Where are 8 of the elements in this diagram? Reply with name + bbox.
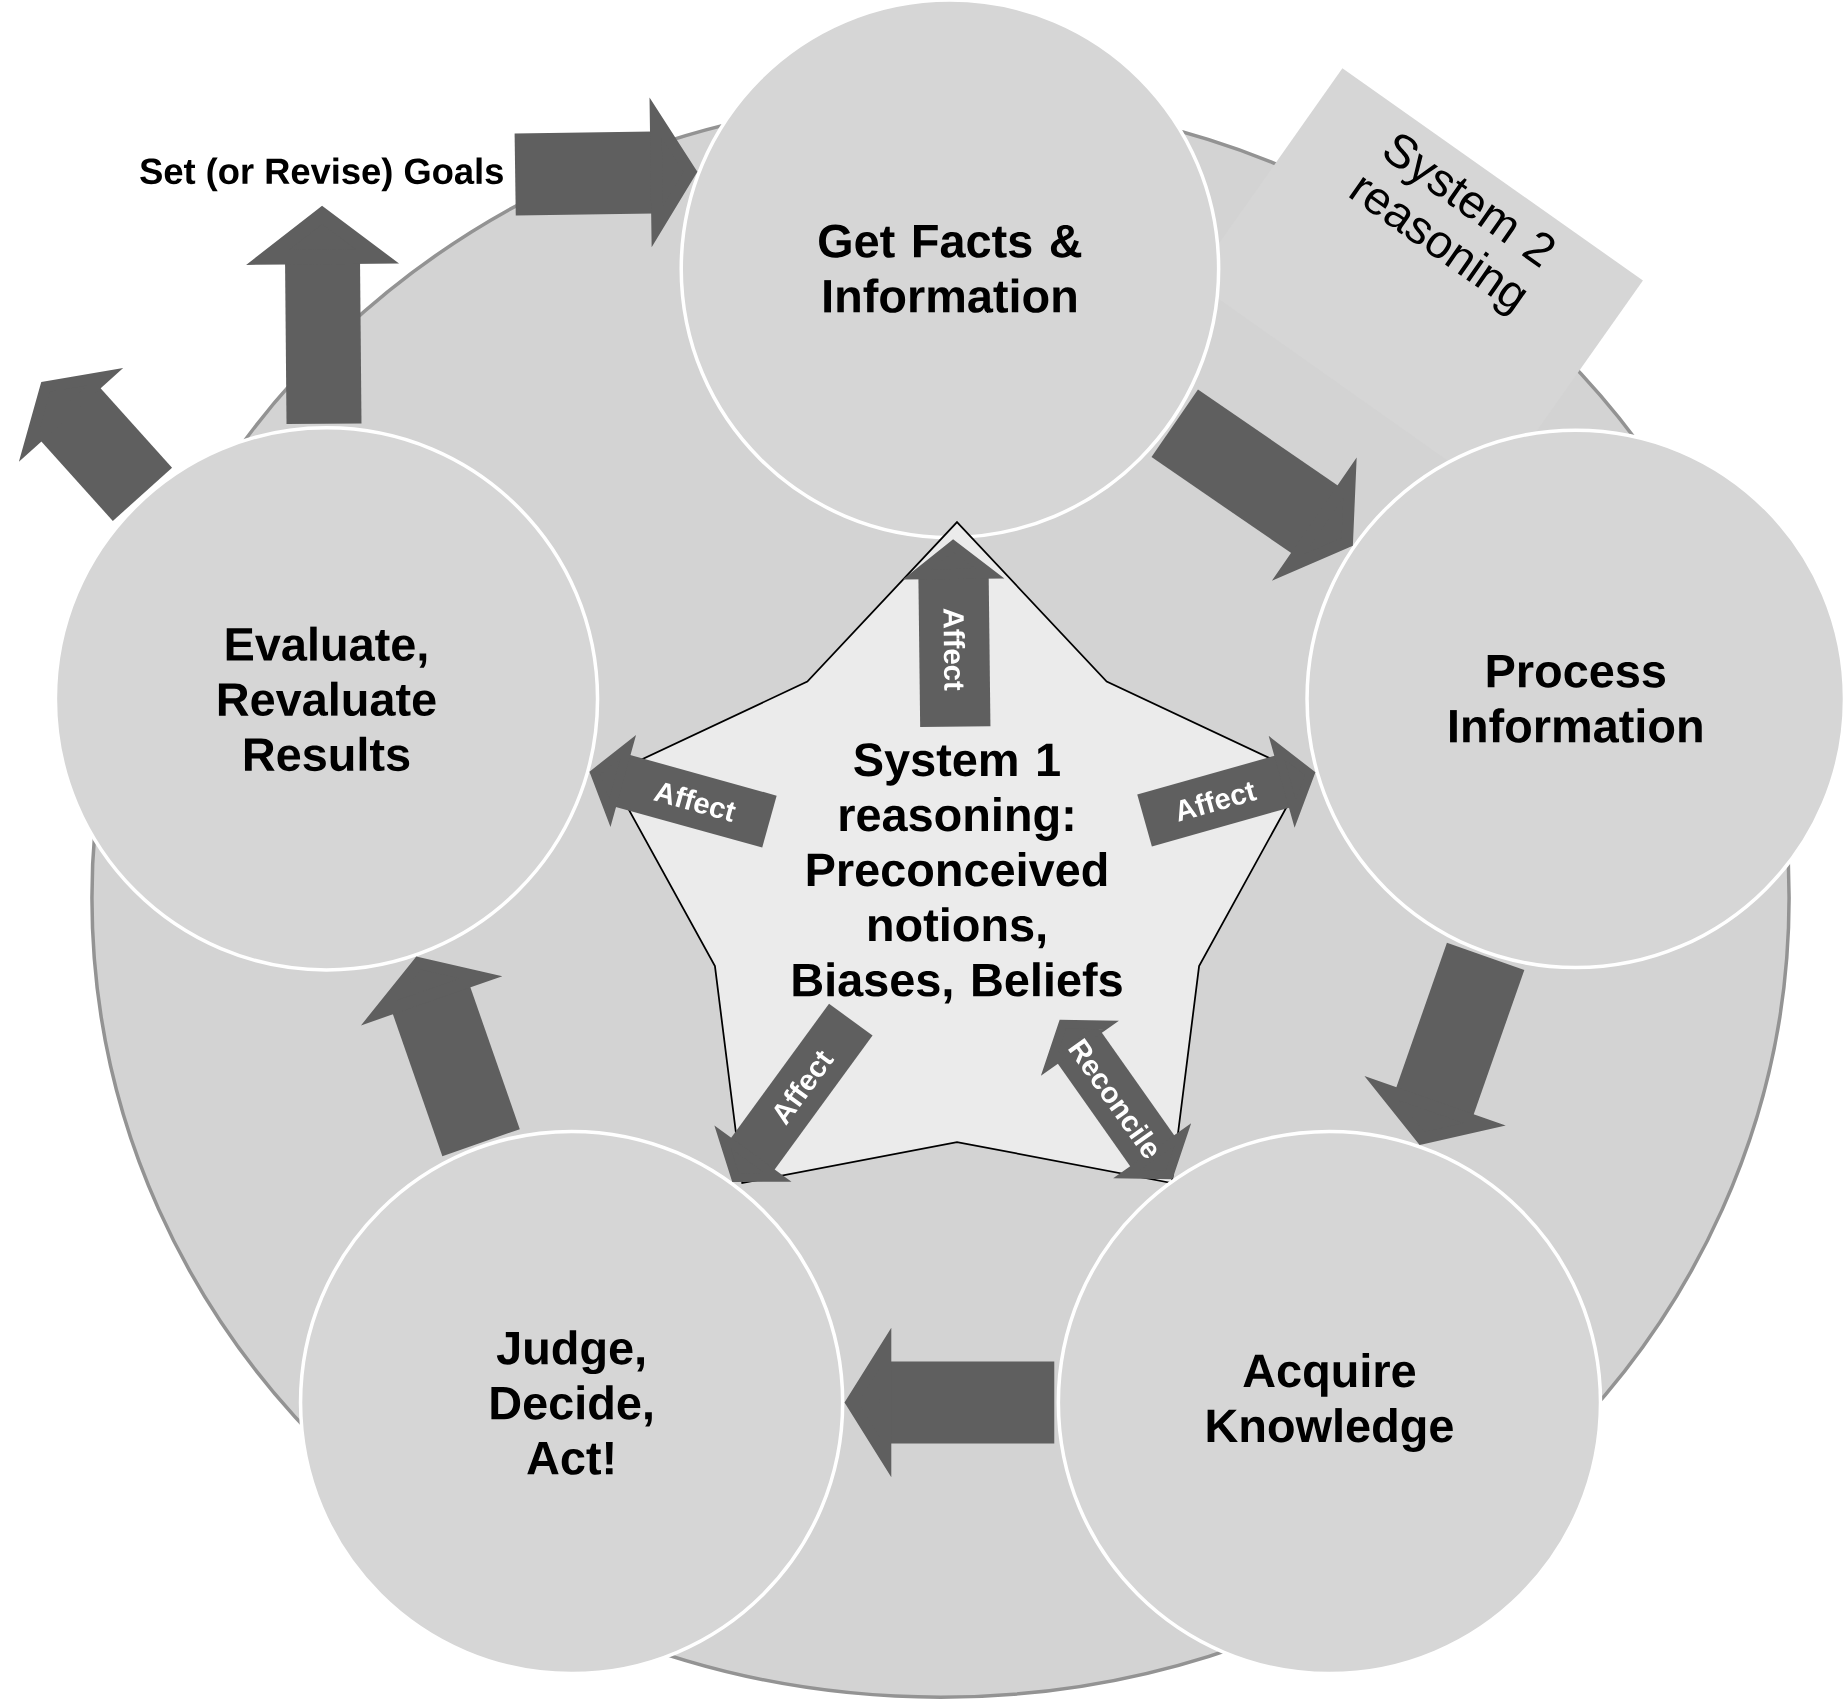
edge-label: Affect [943, 608, 966, 691]
edge-label: Affect [1178, 782, 1258, 822]
node-label: Judge, Decide, Act! [491, 1330, 652, 1475]
block-arrow [1040, 1019, 1192, 1180]
node-label: Acquire Knowledge [1207, 1353, 1453, 1453]
edge-label: Affect [653, 782, 736, 823]
node-label: Process Information [1450, 655, 1702, 743]
goal-label: Set (or Revise) Goals [140, 157, 503, 192]
